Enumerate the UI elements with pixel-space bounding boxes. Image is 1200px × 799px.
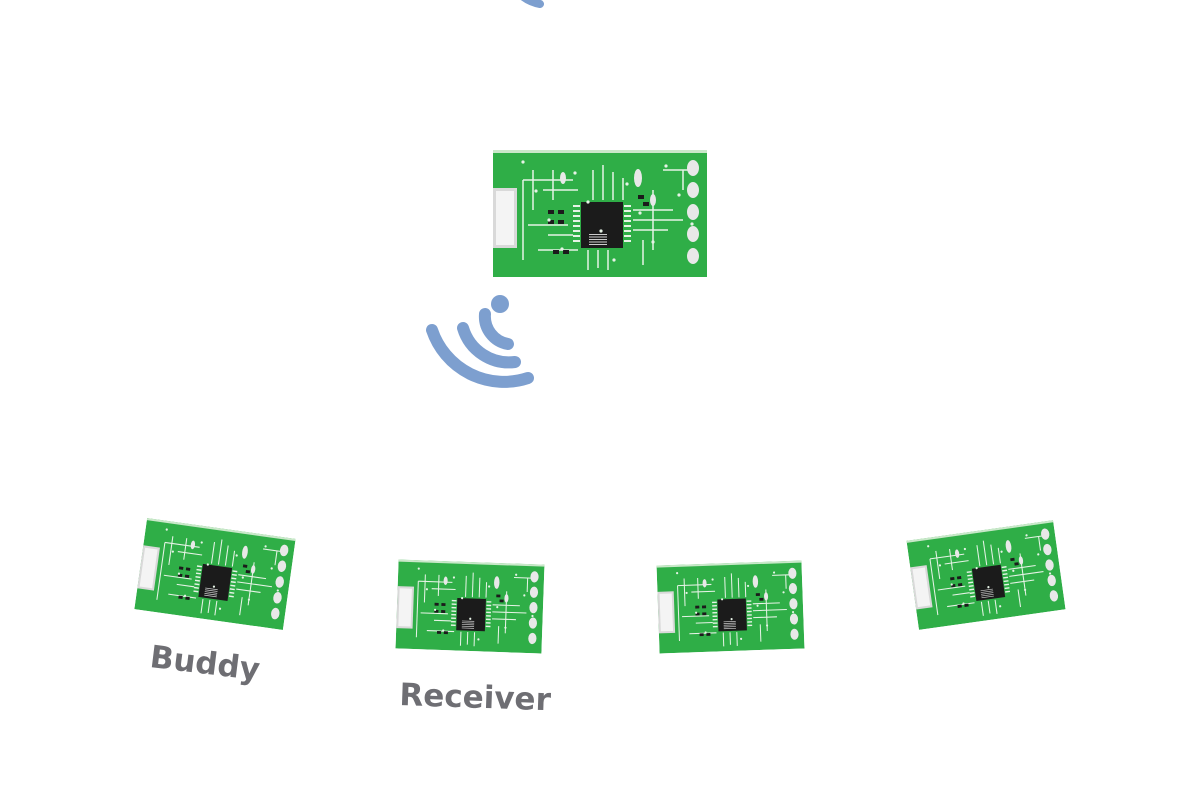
receiver-label: Receiver	[398, 677, 552, 719]
node-board-3	[656, 560, 805, 654]
wifi-signal-icon-partial	[500, 0, 560, 8]
wifi-signal-icon	[420, 288, 540, 388]
buddy-label: Buddy	[147, 639, 262, 689]
buddy-board	[134, 518, 296, 630]
node-board-4	[906, 520, 1066, 630]
receiver-board	[395, 559, 545, 654]
transmitter-board	[493, 150, 707, 277]
